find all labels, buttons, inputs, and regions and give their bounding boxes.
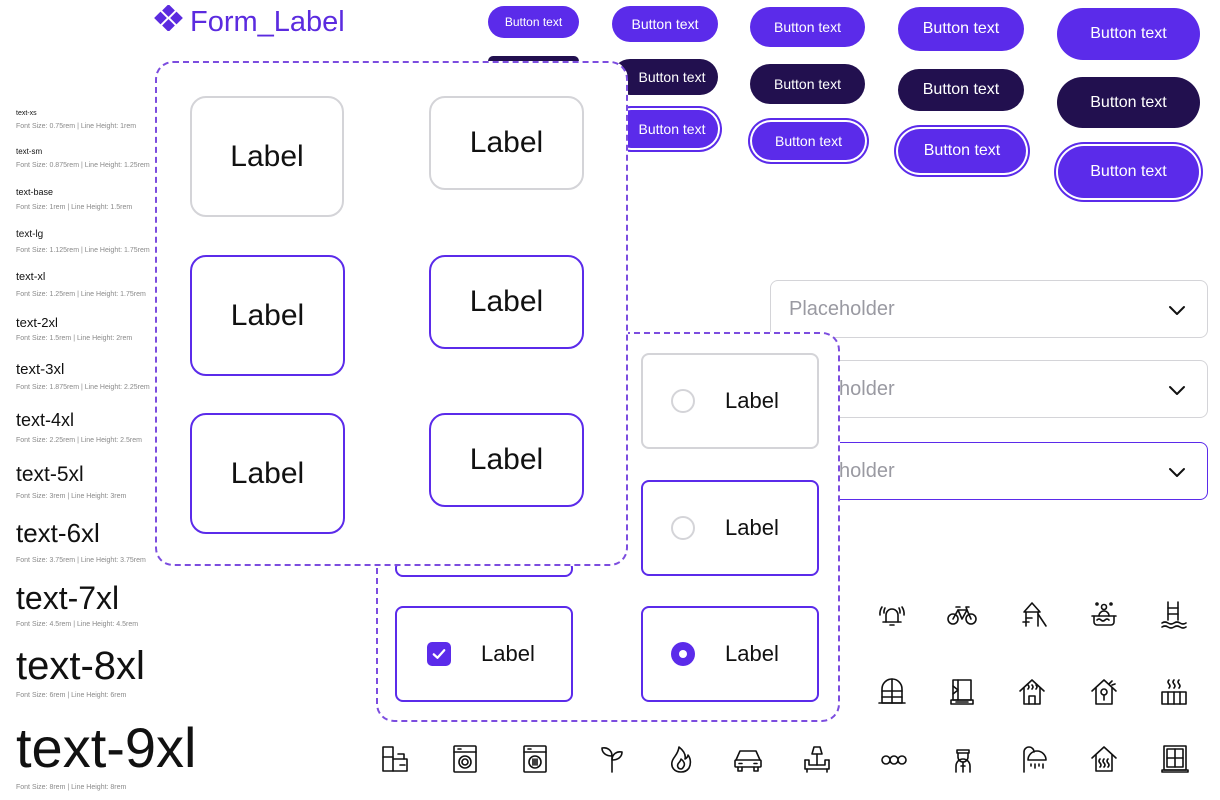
typo-name-4xl: text-4xl bbox=[16, 410, 75, 430]
button-primary-xl[interactable]: Button text bbox=[1057, 8, 1200, 60]
label-card-hover-compact[interactable]: Label bbox=[429, 255, 584, 349]
typo-meta-4xl: Font Size: 2.25rem | Line Height: 2.5rem bbox=[16, 437, 142, 444]
typo-name-sm: text-sm bbox=[16, 147, 43, 156]
typo-meta-sm: Font Size: 0.875rem | Line Height: 1.25r… bbox=[16, 162, 150, 169]
typo-name-9xl: text-9xl bbox=[16, 716, 197, 779]
typo-name-xs: text-xs bbox=[16, 110, 37, 117]
checkbox-checked-icon bbox=[427, 642, 451, 666]
infinity-loop-icon bbox=[877, 742, 911, 776]
button-focus-md[interactable]: Button text bbox=[752, 122, 865, 160]
smart-home-icon bbox=[1087, 675, 1121, 709]
radio-checked-icon bbox=[671, 642, 695, 666]
heating-radiator-icon bbox=[1157, 675, 1191, 709]
playground-icon bbox=[1015, 598, 1049, 632]
radio-empty-icon bbox=[671, 516, 695, 540]
typo-meta-6xl: Font Size: 3.75rem | Line Height: 3.75re… bbox=[16, 557, 146, 564]
shower-icon bbox=[1017, 742, 1051, 776]
option-label: Label bbox=[481, 641, 535, 666]
typo-name-lg: text-lg bbox=[16, 229, 44, 240]
plant-icon bbox=[595, 742, 629, 776]
typo-meta-7xl: Font Size: 4.5rem | Line Height: 4.5rem bbox=[16, 621, 139, 628]
button-dark-sm[interactable]: Button text bbox=[612, 59, 718, 95]
label-card-default[interactable]: Label bbox=[190, 96, 344, 217]
option-label: Label bbox=[725, 641, 779, 666]
hot-tub-icon bbox=[1087, 598, 1121, 632]
window-icon bbox=[1158, 742, 1192, 776]
typo-name-8xl: text-8xl bbox=[16, 644, 145, 688]
label-cards-panel: Label Label Label Label Label Label bbox=[155, 61, 628, 566]
floor-heating-icon bbox=[1087, 742, 1121, 776]
select-default[interactable]: Placeholder bbox=[770, 280, 1208, 338]
typo-meta-2xl: Font Size: 1.5rem | Line Height: 2rem bbox=[16, 335, 133, 342]
label-card-selected[interactable]: Label bbox=[190, 413, 345, 534]
page-title-text: Form_Label bbox=[190, 5, 345, 38]
option-label: Label bbox=[725, 515, 779, 540]
chevron-down-icon bbox=[1167, 381, 1187, 397]
button-dark-lg[interactable]: Button text bbox=[898, 69, 1024, 111]
fire-icon bbox=[664, 742, 698, 776]
typo-name-2xl: text-2xl bbox=[16, 315, 58, 330]
alarm-bell-icon bbox=[875, 598, 909, 632]
four-diamond-icon bbox=[152, 4, 186, 39]
kitchen-icon bbox=[378, 742, 412, 776]
button-focus-sm[interactable]: Button text bbox=[612, 110, 718, 148]
sauna-icon bbox=[945, 675, 979, 709]
button-focus-xl[interactable]: Button text bbox=[1058, 146, 1199, 198]
radio-option-default[interactable]: Label bbox=[641, 353, 819, 449]
typo-name-5xl: text-5xl bbox=[16, 463, 84, 486]
label-card-hover[interactable]: Label bbox=[190, 255, 345, 376]
typo-name-base: text-base bbox=[16, 187, 54, 197]
typo-name-7xl: text-7xl bbox=[16, 580, 120, 616]
heated-house-icon bbox=[1015, 675, 1049, 709]
button-dark-md[interactable]: Button text bbox=[750, 64, 865, 104]
dryer-icon bbox=[518, 742, 552, 776]
typo-meta-3xl: Font Size: 1.875rem | Line Height: 2.25r… bbox=[16, 384, 150, 391]
radio-empty-icon bbox=[671, 389, 695, 413]
label-card-selected-compact[interactable]: Label bbox=[429, 413, 584, 507]
typo-name-xl: text-xl bbox=[16, 271, 46, 283]
typo-meta-9xl: Font Size: 8rem | Line Height: 8rem bbox=[16, 784, 127, 791]
button-primary-xs[interactable]: Button text bbox=[488, 6, 579, 38]
bicycle-icon bbox=[945, 598, 979, 632]
radio-option-checked[interactable]: Label bbox=[641, 606, 819, 702]
typo-meta-xl: Font Size: 1.25rem | Line Height: 1.75re… bbox=[16, 291, 146, 298]
button-focus-lg[interactable]: Button text bbox=[898, 129, 1026, 173]
typo-name-3xl: text-3xl bbox=[16, 361, 65, 378]
car-icon bbox=[731, 742, 765, 776]
button-primary-md[interactable]: Button text bbox=[750, 7, 865, 47]
radio-option-hover[interactable]: Label bbox=[641, 480, 819, 576]
typo-meta-xs: Font Size: 0.75rem | Line Height: 1rem bbox=[16, 123, 137, 130]
swimming-pool-icon bbox=[1157, 598, 1191, 632]
button-dark-xl[interactable]: Button text bbox=[1057, 77, 1200, 128]
washing-machine-icon bbox=[448, 742, 482, 776]
greenhouse-icon bbox=[875, 675, 909, 709]
chevron-down-icon bbox=[1167, 301, 1187, 317]
select-placeholder: Placeholder bbox=[789, 297, 895, 320]
option-label: Label bbox=[725, 388, 779, 413]
chevron-down-icon bbox=[1167, 463, 1187, 479]
concierge-icon bbox=[946, 742, 980, 776]
typo-meta-8xl: Font Size: 6rem | Line Height: 6rem bbox=[16, 692, 127, 699]
typo-meta-5xl: Font Size: 3rem | Line Height: 3rem bbox=[16, 493, 127, 500]
typo-meta-base: Font Size: 1rem | Line Height: 1.5rem bbox=[16, 204, 133, 211]
typo-meta-lg: Font Size: 1.125rem | Line Height: 1.75r… bbox=[16, 247, 150, 254]
page-title: Form_Label bbox=[152, 4, 345, 40]
label-card-default-compact[interactable]: Label bbox=[429, 96, 584, 190]
checkbox-option-checked[interactable]: Label bbox=[395, 606, 573, 702]
typo-name-6xl: text-6xl bbox=[16, 518, 100, 548]
furniture-icon bbox=[800, 742, 834, 776]
button-primary-sm[interactable]: Button text bbox=[612, 6, 718, 42]
button-primary-lg[interactable]: Button text bbox=[898, 7, 1024, 51]
